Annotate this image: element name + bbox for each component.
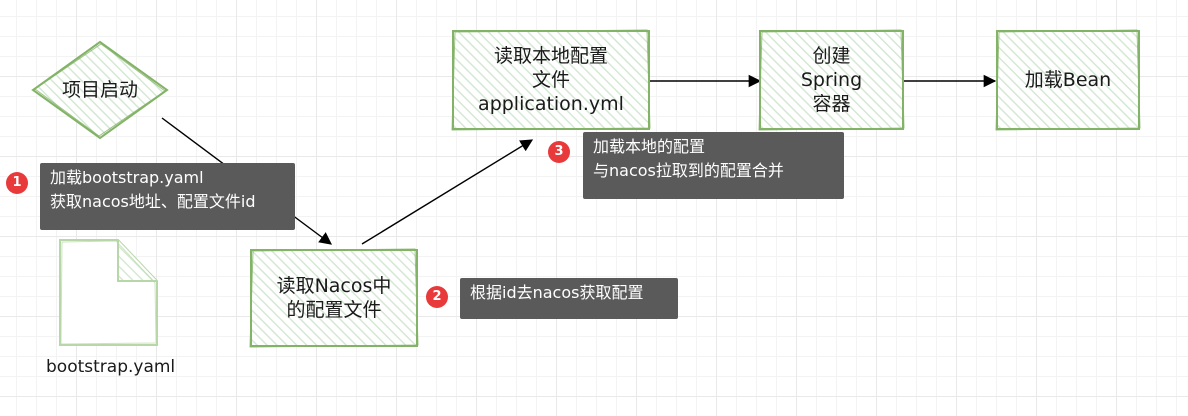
node-read-local-shape[interactable] — [451, 29, 651, 131]
file-label: bootstrap.yaml — [46, 357, 176, 377]
node-read-local[interactable]: 读取本地配置 文件 application.yml — [478, 45, 624, 115]
file-icon[interactable] — [59, 239, 158, 346]
step-badge-3: 3 — [548, 141, 570, 163]
node-load-bean[interactable]: 加载Bean — [1024, 69, 1112, 91]
node-start[interactable]: 项目启动 — [61, 79, 138, 101]
step-badge-1: 1 — [6, 172, 28, 194]
node-load-bean-shape[interactable] — [995, 29, 1141, 131]
node-start-shape[interactable] — [31, 40, 169, 140]
node-read-nacos[interactable]: 读取Nacos中 的配置文件 — [276, 275, 392, 321]
edge-read-nacos-to-read-local — [361, 139, 534, 245]
annotation-step-1: 加载bootstrap.yaml 获取nacos地址、配置文件id — [40, 163, 295, 230]
node-create-spring-shape[interactable] — [758, 29, 905, 131]
step-badge-2: 2 — [426, 286, 448, 308]
annotation-step-3: 加载本地的配置 与nacos拉取到的配置合并 — [583, 132, 844, 199]
node-create-spring[interactable]: 创建 Spring 容器 — [800, 45, 863, 115]
node-read-nacos-shape[interactable] — [249, 248, 419, 348]
annotation-step-2: 根据id去nacos获取配置 — [460, 278, 678, 319]
